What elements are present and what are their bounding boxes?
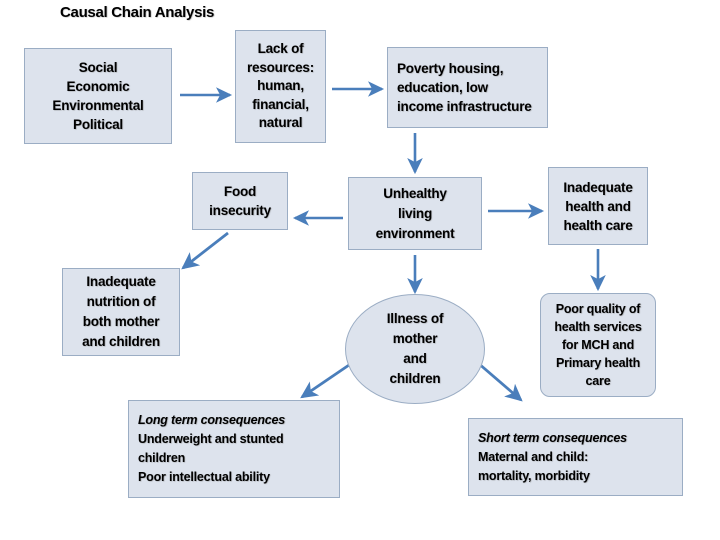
node-line: Primary health (555, 356, 641, 370)
node-line: environment (375, 225, 455, 241)
node-line: living (397, 205, 433, 221)
node-short-term-consequences[interactable]: Short term consequences Maternal and chi… (468, 418, 683, 496)
node-line: Poor quality of (555, 302, 641, 316)
node-line: education, low (397, 80, 488, 95)
node-line: for MCH and (561, 338, 635, 352)
node-line: Poverty housing, (397, 61, 504, 76)
node-line: insecurity (209, 203, 271, 218)
node-food-insecurity[interactable]: Food insecurity (192, 172, 288, 230)
node-line: income infrastructure (397, 99, 532, 114)
node-line: financial, (252, 96, 309, 112)
node-heading: Long term consequences (138, 413, 286, 427)
node-lack-of-resources[interactable]: Lack of resources: human, financial, nat… (235, 30, 326, 143)
node-line: nutrition of (86, 294, 156, 309)
node-line: health and (565, 198, 631, 214)
page-title: Causal Chain Analysis (60, 4, 215, 21)
node-line: health services (554, 320, 642, 334)
node-line: Unhealthy (383, 185, 447, 201)
node-line: mother (392, 331, 438, 346)
node-line: resources: (246, 59, 315, 75)
node-line: human, (257, 78, 304, 94)
node-line: Economic (66, 79, 130, 94)
node-poverty-housing-education[interactable]: Poverty housing, education, low income i… (387, 47, 548, 128)
node-line: children (389, 371, 441, 386)
node-line: Poor intellectual ability (138, 470, 270, 484)
edge-illness-to-longterm (300, 361, 353, 399)
node-inadequate-health-and-health-care[interactable]: Inadequate health and health care (548, 167, 648, 245)
node-line: and children (82, 334, 160, 349)
node-line: Inadequate (86, 274, 156, 289)
node-long-term-consequences[interactable]: Long term consequences Underweight and s… (128, 400, 340, 498)
node-illness-of-mother-and-children[interactable]: Illness of mother and children (345, 294, 485, 404)
node-line: Illness of (386, 311, 444, 326)
node-poor-quality-health-services[interactable]: Poor quality of health services for MCH … (540, 293, 656, 397)
node-line: Political (73, 117, 123, 132)
node-line: care (585, 374, 611, 388)
node-line: Maternal and child: (478, 449, 589, 464)
edge-food-to-nutrition (181, 231, 229, 270)
node-line: Underweight and stunted (138, 432, 284, 446)
node-unhealthy-living-environment[interactable]: Unhealthy living environment (348, 177, 482, 250)
node-line: Inadequate (563, 179, 633, 195)
node-line: Environmental (52, 98, 144, 113)
node-line: natural (258, 115, 303, 131)
node-line: Social (78, 60, 118, 75)
node-line: mortality, morbidity (478, 468, 590, 483)
node-line: both mother (82, 314, 160, 329)
node-line: Food (223, 184, 257, 199)
node-heading: Short term consequences (478, 430, 627, 445)
node-line: children (138, 451, 186, 465)
node-line: health care (563, 217, 633, 233)
node-line: Lack of (257, 41, 304, 57)
node-inadequate-nutrition[interactable]: Inadequate nutrition of both mother and … (62, 268, 180, 356)
node-line: and (403, 351, 427, 366)
edge-illness-to-shortterm (477, 361, 523, 402)
node-social-economic-environmental-political[interactable]: Social Economic Environmental Political (24, 48, 172, 144)
